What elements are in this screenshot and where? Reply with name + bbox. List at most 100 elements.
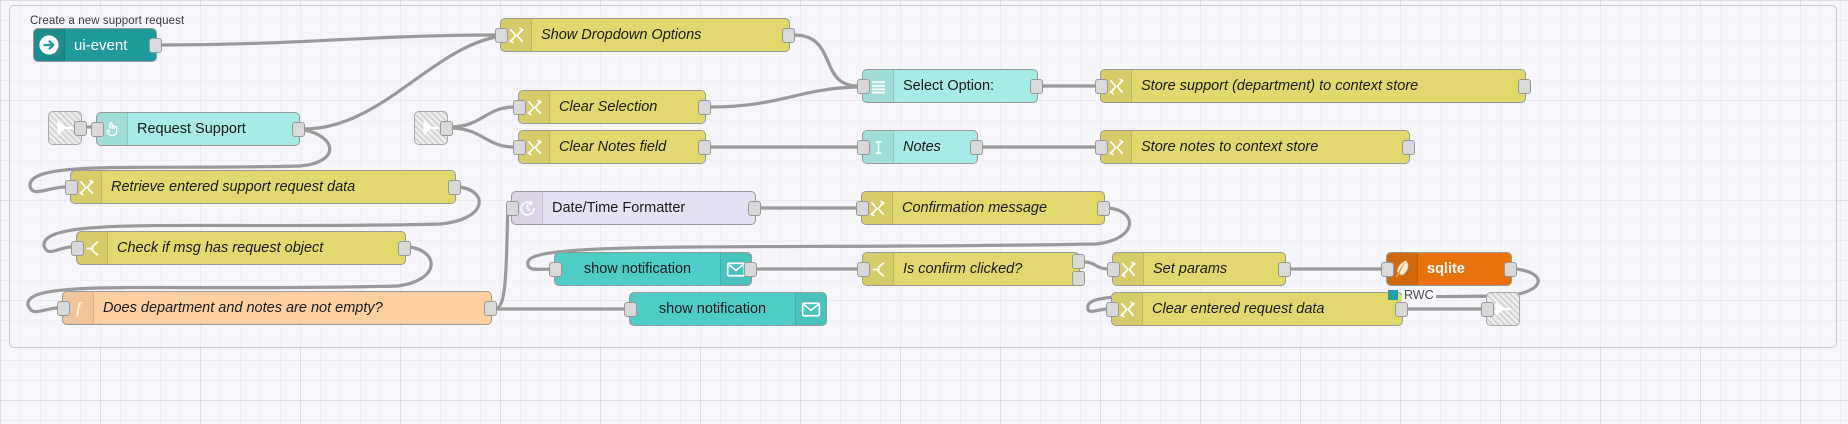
node-store-support[interactable]: Store support (department) to context st… [1095, 69, 1531, 103]
node-output-port[interactable] [398, 241, 411, 256]
node-label: Clear Notes field [559, 139, 667, 155]
node-dept-notes-empty[interactable]: f Does department and notes are not empty… [57, 291, 497, 325]
node-label: show notification [658, 301, 767, 317]
node-input-port[interactable] [513, 140, 526, 155]
node-output-port[interactable] [1402, 140, 1415, 155]
node-clear-selection[interactable]: Clear Selection [513, 90, 711, 124]
node-output-port[interactable] [970, 140, 983, 155]
wire-checkmsg-deptnotes [26, 245, 433, 314]
node-output-port[interactable] [748, 201, 761, 216]
node-output-port[interactable] [1097, 201, 1110, 216]
node-output-port[interactable] [1395, 302, 1408, 317]
node-output-port[interactable] [448, 180, 461, 195]
node-output-port[interactable] [1030, 79, 1043, 94]
link-in-node[interactable] [48, 111, 87, 145]
node-ui-event[interactable]: ui-event [33, 28, 162, 62]
node-output-port[interactable] [1518, 79, 1531, 94]
node-label: Clear Selection [559, 99, 658, 115]
node-input-port[interactable] [1481, 302, 1494, 317]
node-input-port[interactable] [91, 122, 104, 137]
node-input-port[interactable] [1095, 79, 1108, 94]
node-label: Confirmation message [902, 200, 1048, 216]
node-input-port[interactable] [1095, 140, 1108, 155]
node-input-port[interactable] [1106, 302, 1119, 317]
node-check-msg[interactable]: Check if msg has request object [71, 231, 411, 265]
node-input-port[interactable] [57, 301, 70, 316]
node-label: Clear entered request data [1152, 301, 1325, 317]
node-input-port[interactable] [624, 302, 637, 317]
node-input-port[interactable] [1381, 262, 1394, 277]
node-input-port[interactable] [513, 100, 526, 115]
node-output-port[interactable] [744, 262, 757, 277]
node-input-port[interactable] [1107, 262, 1120, 277]
node-notes[interactable]: Notes [857, 130, 983, 164]
link-in-icon [55, 119, 75, 137]
node-output-port[interactable] [1278, 262, 1291, 277]
node-input-port[interactable] [549, 262, 562, 277]
wire-showdropdown-selectoption [792, 33, 860, 88]
node-select-option[interactable]: Select Option: [857, 69, 1043, 103]
node-input-port[interactable] [495, 28, 508, 43]
node-label: Check if msg has request object [117, 240, 324, 256]
node-input-port[interactable] [856, 201, 869, 216]
node-label: Date/Time Formatter [552, 200, 686, 216]
node-clear-request[interactable]: Clear entered request data [1106, 292, 1408, 326]
link-out-node[interactable] [1481, 292, 1520, 326]
node-datetime-format[interactable]: Date/Time Formatter [506, 191, 761, 225]
wire-retrieve-checkmsg [42, 185, 481, 254]
node-input-port[interactable] [857, 140, 870, 155]
node-output-port[interactable] [782, 28, 795, 43]
wire-uievent-showdropdown [159, 33, 498, 47]
node-input-port[interactable] [65, 180, 78, 195]
node-label: Is confirm clicked? [903, 261, 1023, 277]
node-input-port[interactable] [857, 262, 870, 277]
link-in-icon [421, 119, 441, 137]
node-output-port[interactable] [698, 100, 711, 115]
node-label: Notes [903, 139, 941, 155]
svg-text:f: f [76, 300, 83, 317]
node-label: Retrieve entered support request data [111, 179, 356, 195]
group-label: Create a new support request [30, 15, 185, 27]
node-store-notes[interactable]: Store notes to context store [1095, 130, 1415, 164]
node-label: show notification [583, 261, 692, 277]
wire-linkin2-clearnotes [448, 126, 516, 149]
status-dot-icon [1388, 290, 1398, 300]
link-in-node[interactable] [414, 111, 453, 145]
sqlite-status-badge: RWC [1388, 288, 1436, 302]
node-label: Request Support [137, 121, 246, 137]
wire-requestsupport-retrieve [28, 128, 332, 194]
wire-isconfirm-setparams [1082, 260, 1110, 271]
node-input-port[interactable] [857, 79, 870, 94]
node-is-confirm[interactable]: Is confirm clicked? [857, 252, 1085, 286]
node-label: Does department and notes are not empty? [103, 300, 383, 316]
node-retrieve-data[interactable]: Retrieve entered support request data [65, 170, 461, 204]
node-label: ui-event [74, 36, 128, 54]
node-show-notif-1[interactable]: show notification [549, 252, 757, 286]
wire-confirmmsg-notify1 [526, 206, 1131, 272]
node-output-port[interactable] [1072, 271, 1085, 286]
node-output-port[interactable] [292, 122, 305, 137]
envelope-icon [795, 293, 826, 325]
node-output-port[interactable] [1072, 254, 1085, 269]
node-output-port[interactable] [440, 121, 453, 136]
node-sqlite[interactable]: sqlite [1381, 252, 1517, 286]
node-label: Select Option: [903, 78, 995, 94]
node-set-params[interactable]: Set params [1107, 252, 1291, 286]
node-output-port[interactable] [484, 301, 497, 316]
arrow-right-circle-icon [34, 29, 65, 61]
node-show-dropdown[interactable]: Show Dropdown Options [495, 18, 795, 52]
node-output-port[interactable] [149, 38, 162, 53]
node-input-port[interactable] [506, 201, 519, 216]
node-clear-notes[interactable]: Clear Notes field [513, 130, 711, 164]
node-show-notif-2[interactable]: show notification [624, 292, 827, 326]
node-output-port[interactable] [1504, 262, 1517, 277]
node-label: Set params [1153, 261, 1228, 277]
node-request-support[interactable]: Request Support [91, 112, 305, 146]
node-output-port[interactable] [698, 140, 711, 155]
node-confirm-message[interactable]: Confirmation message [856, 191, 1110, 225]
node-label: Store support (department) to context st… [1141, 78, 1419, 94]
node-input-port[interactable] [71, 241, 84, 256]
node-output-port[interactable] [74, 121, 87, 136]
